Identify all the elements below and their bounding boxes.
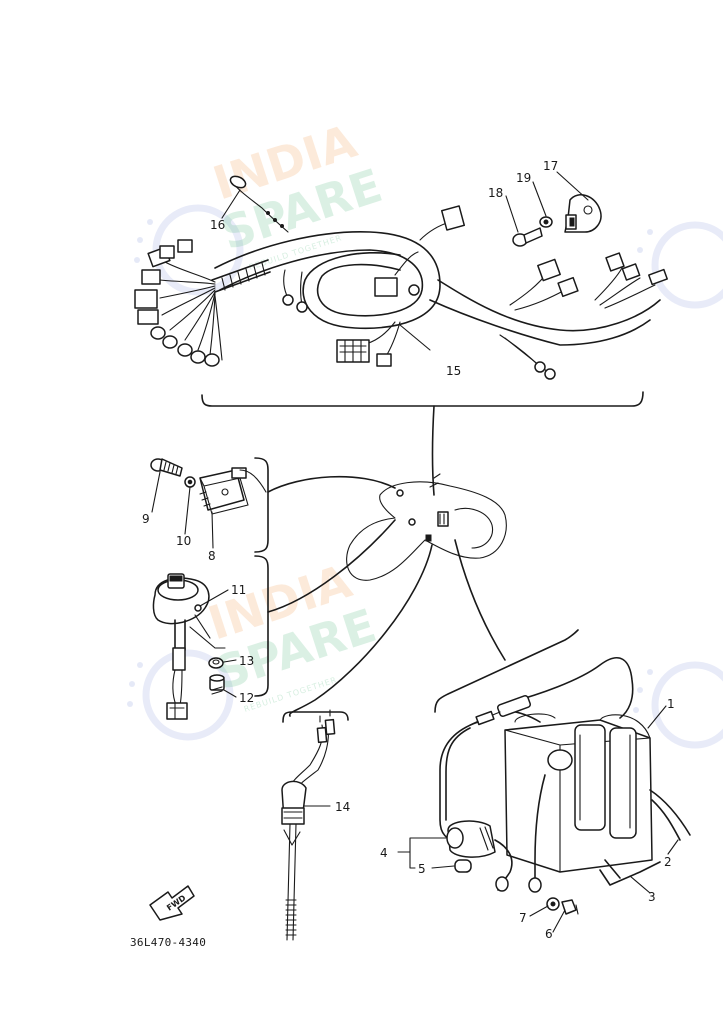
wire-harness bbox=[134, 175, 668, 380]
callout-12: 12 bbox=[239, 691, 254, 705]
thermo-group-bracket bbox=[282, 711, 349, 723]
part-cdi-unit-group bbox=[439, 657, 691, 915]
callout-19: 19 bbox=[516, 171, 531, 185]
lead-wire-regulator bbox=[267, 475, 396, 493]
leader-lines bbox=[151, 171, 679, 933]
harness-lead-wire bbox=[431, 405, 435, 496]
wrench-gear-icon bbox=[142, 649, 234, 741]
engine-outline bbox=[346, 473, 507, 581]
wrench-gear-icon bbox=[651, 661, 723, 749]
part-clamp-group bbox=[512, 194, 602, 247]
callout-18: 18 bbox=[488, 186, 503, 200]
callout-7: 7 bbox=[519, 911, 527, 925]
callout-17: 17 bbox=[543, 159, 558, 173]
group-bracket-upper bbox=[254, 457, 269, 553]
callout-2: 2 bbox=[664, 855, 672, 869]
forward-arrow-icon bbox=[149, 885, 195, 921]
callout-16: 16 bbox=[210, 218, 225, 232]
part-main-switch-group bbox=[152, 573, 226, 720]
drawing-code: 36L470-4340 bbox=[130, 936, 206, 949]
callout-1: 1 bbox=[667, 697, 675, 711]
callout-9: 9 bbox=[142, 512, 150, 526]
callout-13: 13 bbox=[239, 654, 254, 668]
callout-8: 8 bbox=[208, 549, 216, 563]
lead-wire-switch bbox=[267, 519, 396, 613]
callout-labels: 16 15 17 19 18 9 10 8 11 13 12 14 1 2 3 … bbox=[142, 159, 675, 941]
fwd-direction-badge: FWD bbox=[149, 885, 195, 921]
callout-4: 4 bbox=[380, 846, 388, 860]
callout-3: 3 bbox=[648, 890, 656, 904]
cdi-group-bracket bbox=[434, 629, 579, 713]
callout-15: 15 bbox=[446, 364, 461, 378]
callout-11: 11 bbox=[231, 583, 246, 597]
group-bracket-lower bbox=[254, 555, 269, 697]
callout-6: 6 bbox=[545, 927, 553, 941]
wrench-gear-icon bbox=[651, 221, 723, 309]
watermark-right bbox=[127, 219, 723, 749]
harness-group-bracket bbox=[201, 391, 644, 407]
part-regulator-group bbox=[150, 458, 267, 515]
callout-14: 14 bbox=[335, 800, 350, 814]
callout-5: 5 bbox=[418, 862, 426, 876]
callout-10: 10 bbox=[176, 534, 191, 548]
lead-wire-cdi bbox=[454, 539, 506, 661]
part-thermo-switch bbox=[281, 709, 336, 941]
